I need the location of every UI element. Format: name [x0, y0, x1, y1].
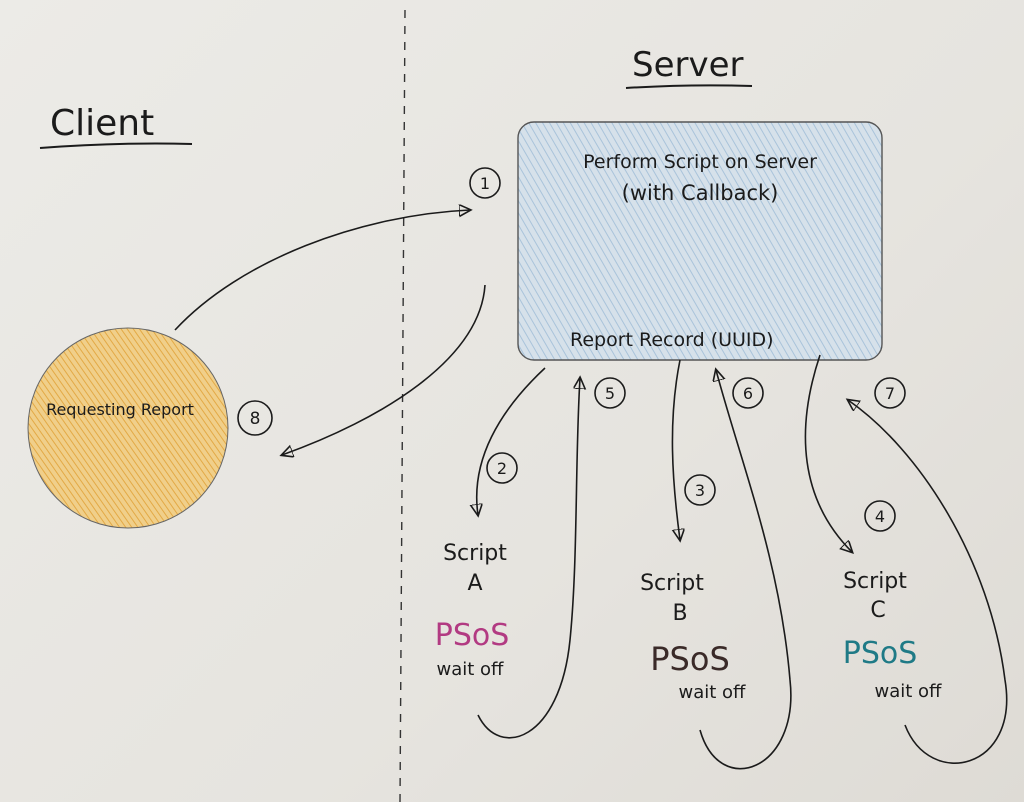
script-a-letter: A: [467, 571, 482, 596]
client-title-underline: [39, 142, 193, 149]
svg-text:7: 7: [885, 384, 895, 403]
step-8-badge: 8: [237, 400, 273, 436]
client-node-label: Requesting Report: [46, 400, 194, 419]
script-c-name: Script: [843, 569, 907, 594]
step-4-badge: 4: [864, 500, 896, 532]
script-c-mode: wait off: [875, 681, 943, 702]
script-b-psos: PSoS: [650, 640, 730, 678]
server-title-underline: [625, 84, 753, 89]
script-c-psos: PSoS: [843, 636, 918, 671]
client-server-divider: [399, 9, 406, 802]
script-b-name: Script: [640, 571, 704, 596]
arrow-step-6: [699, 370, 792, 770]
step-3-badge: 3: [684, 474, 716, 506]
server-box-footer: Report Record (UUID): [570, 329, 774, 351]
step-2-badge: 2: [486, 452, 518, 484]
server-title: Server: [632, 45, 744, 85]
script-b-letter: B: [672, 601, 687, 626]
arrow-step-4: [804, 354, 852, 552]
script-a-name: Script: [443, 541, 507, 566]
svg-text:5: 5: [605, 384, 615, 403]
script-b-mode: wait off: [679, 682, 747, 703]
script-a-psos: PSoS: [435, 618, 510, 653]
step-1-badge: 1: [469, 167, 501, 199]
svg-text:4: 4: [875, 507, 885, 526]
script-c-letter: C: [870, 598, 885, 623]
arrow-step-1: [174, 210, 470, 331]
svg-text:2: 2: [497, 459, 507, 478]
svg-text:8: 8: [250, 409, 261, 429]
step-7-badge: 7: [874, 377, 906, 409]
step-5-badge: 5: [594, 377, 626, 409]
server-box: [517, 121, 883, 361]
arrow-step-3: [672, 359, 680, 540]
server-box-title: Perform Script on Server: [583, 151, 817, 173]
script-a-mode: wait off: [437, 659, 505, 680]
arrow-step-8: [282, 284, 486, 455]
arrow-step-7: [848, 400, 1008, 764]
svg-text:1: 1: [480, 174, 490, 193]
svg-text:6: 6: [743, 384, 753, 403]
arrow-step-2: [477, 367, 546, 515]
arrow-step-5: [477, 378, 580, 739]
client-title: Client: [50, 103, 154, 144]
client-node: [27, 327, 229, 529]
server-box-subtitle: (with Callback): [622, 181, 779, 205]
step-6-badge: 6: [732, 377, 764, 409]
svg-text:3: 3: [695, 481, 705, 500]
